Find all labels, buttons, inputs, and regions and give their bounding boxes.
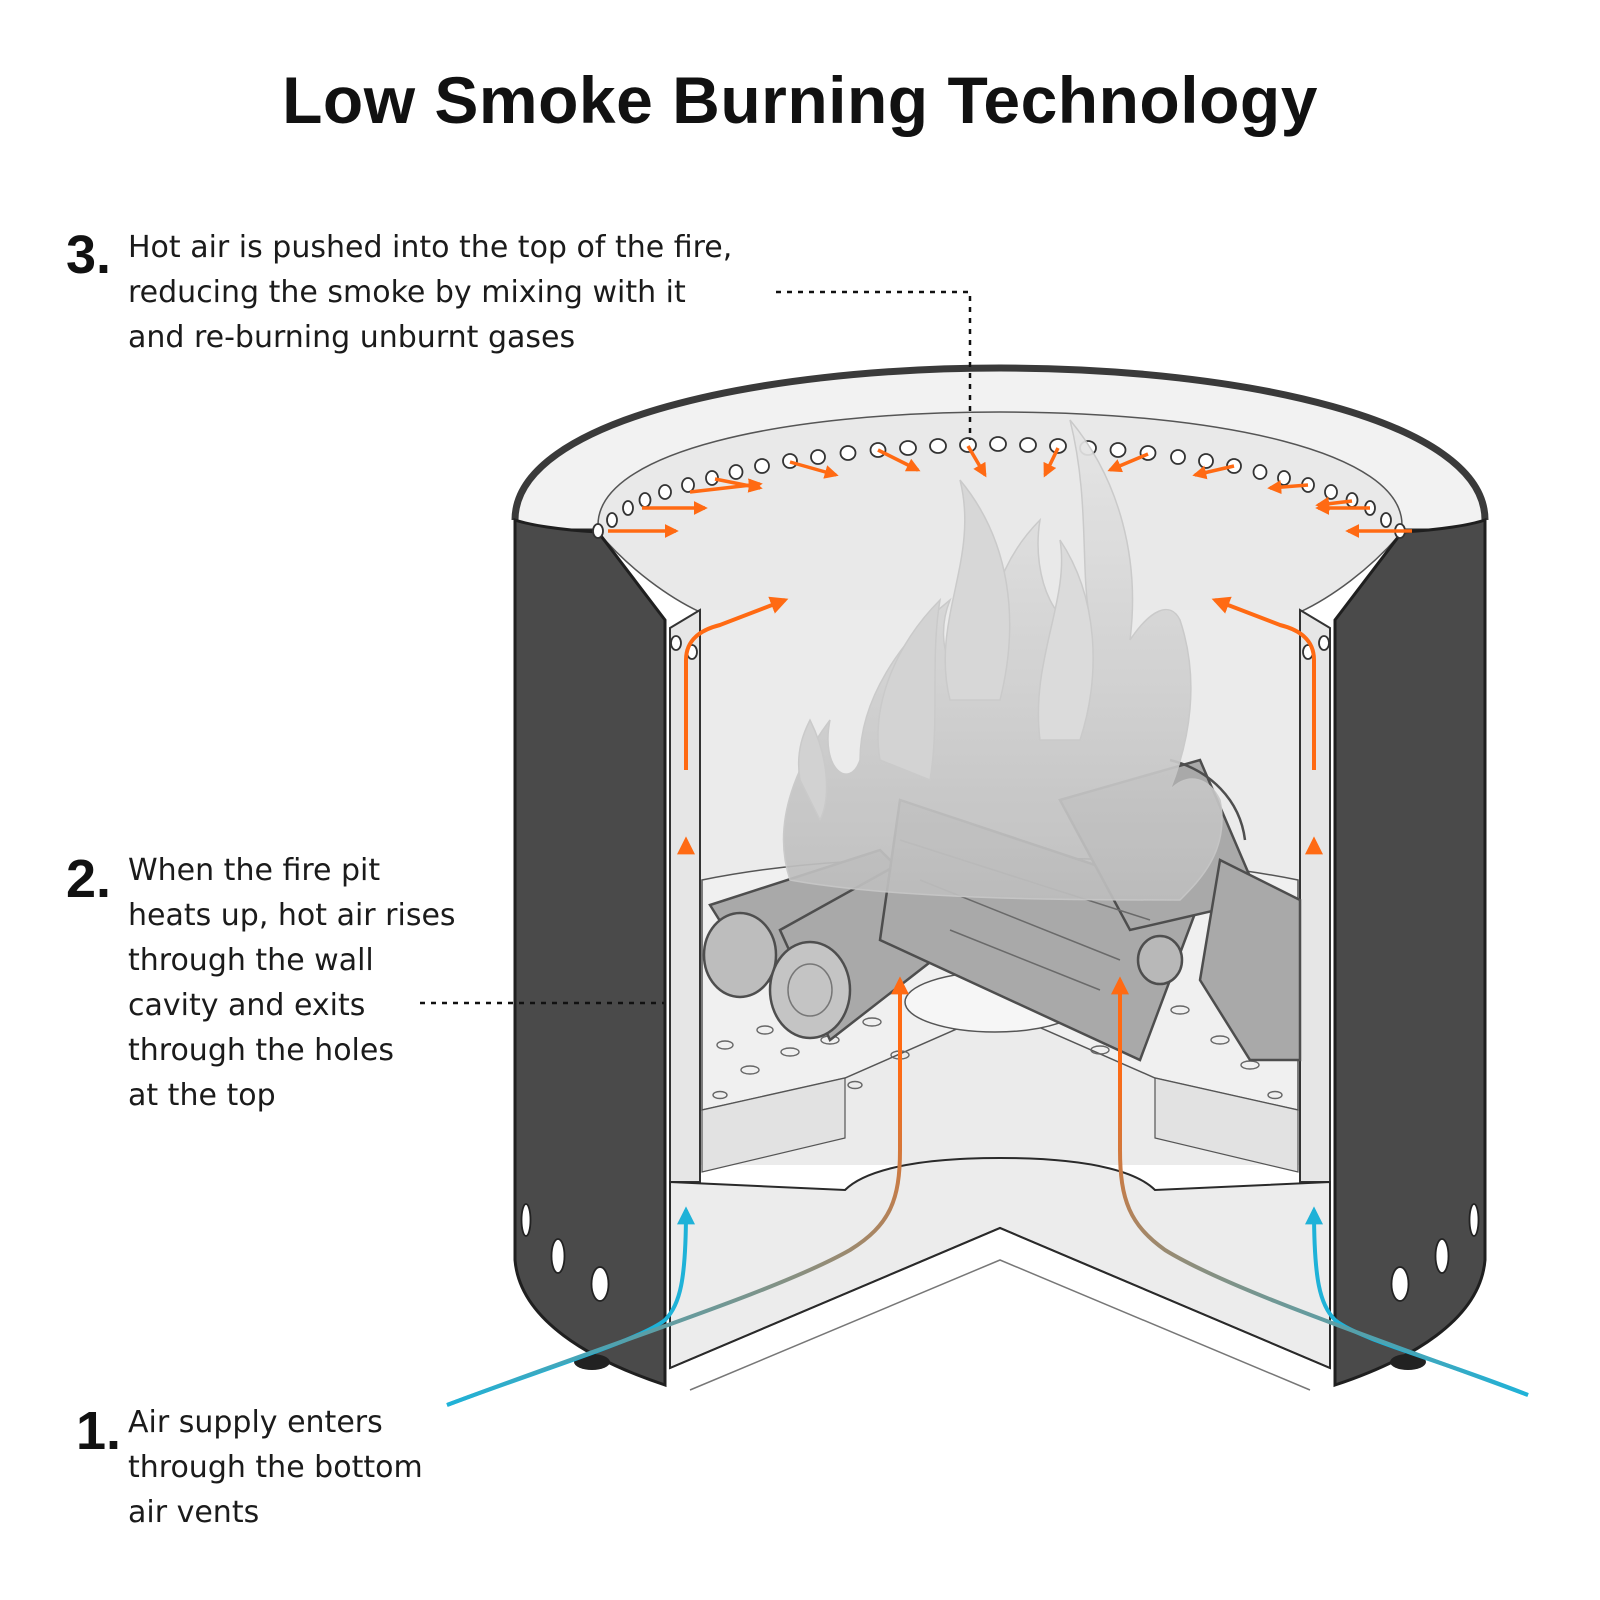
step-2-number: 2. [66, 849, 112, 909]
air-intake-arrows [446, 976, 1529, 1407]
top-hot-air-arrows [608, 445, 1412, 538]
fire-icon [782, 419, 1223, 901]
step-1-text: Air supply enters through the bottom air… [128, 1405, 423, 1530]
step-3-number: 3. [66, 225, 112, 285]
leader-lines [420, 290, 972, 1005]
step-3-text: Hot air is pushed into the top of the fi… [128, 230, 733, 355]
bottom-air-vents [520, 1203, 1480, 1302]
rim-vent-holes [592, 436, 1406, 660]
page-title: Low Smoke Burning Technology [282, 63, 1318, 137]
cavity-air-arrows [677, 596, 1323, 1142]
step-1-number: 1. [76, 1401, 122, 1461]
step-2-text: When the fire pit heats up, hot air rise… [128, 853, 456, 1113]
